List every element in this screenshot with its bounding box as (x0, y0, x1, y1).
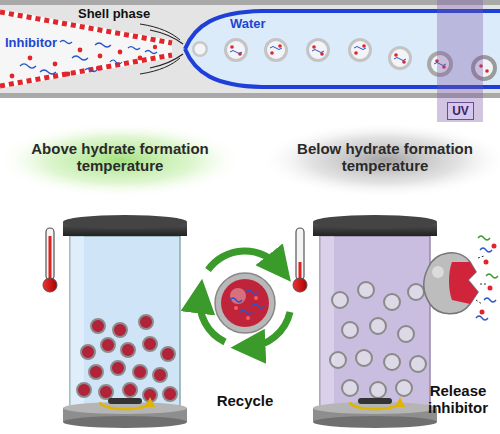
phase-label: Water (228, 17, 268, 32)
node-text: UV (452, 104, 469, 118)
phase-label: Shell phase (78, 7, 168, 22)
process-label: Recycle (205, 392, 285, 409)
panel-heading: Below hydrate formation temperature (285, 140, 485, 175)
phase-label: Inhibitor (5, 36, 75, 51)
uv-box: UV (447, 102, 474, 120)
process-label: Release inhibitor (420, 382, 496, 417)
panel-heading: Above hydrate formation temperature (20, 140, 220, 175)
